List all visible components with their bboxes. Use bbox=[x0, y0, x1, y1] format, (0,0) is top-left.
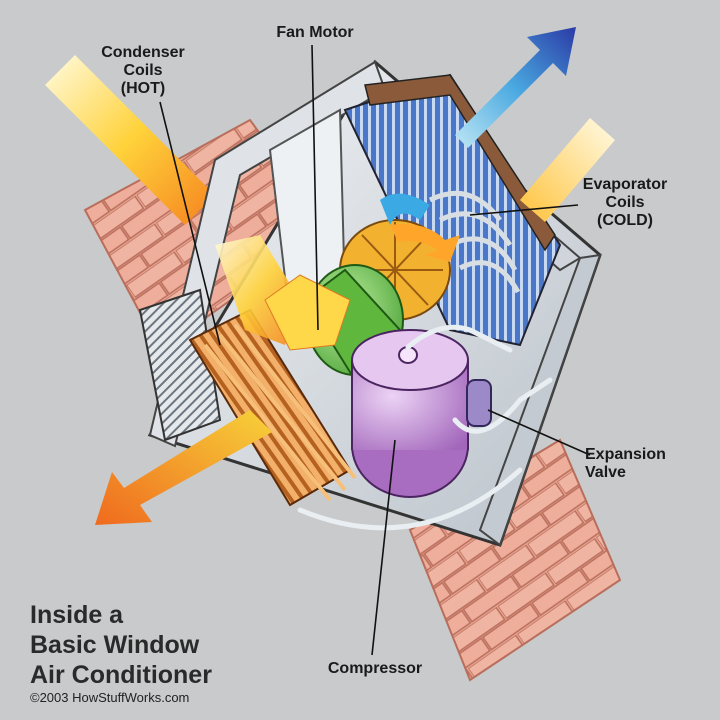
hot-air-out-arrow bbox=[95, 410, 272, 525]
air-flow-arrow-2 bbox=[264, 274, 351, 351]
diagram-title: Inside a Basic Window Air Conditioner bbox=[30, 601, 212, 689]
expansion-valve-label: Expansion Valve bbox=[585, 446, 666, 481]
cabinet-right-wall bbox=[478, 253, 602, 547]
evaporator-coils-label: Evaporator Coils (COLD) bbox=[582, 176, 668, 229]
fan-motor-label: Fan Motor bbox=[276, 24, 354, 41]
evaporator-frame bbox=[364, 74, 556, 252]
cool-air-swirl-icon bbox=[380, 193, 430, 225]
room-air-in-arrow bbox=[520, 118, 615, 222]
condenser-grill bbox=[138, 288, 222, 442]
compressor-label: Compressor bbox=[327, 660, 423, 677]
cold-air-out-arrow bbox=[455, 27, 576, 148]
label-leader-lines bbox=[159, 44, 591, 656]
copyright-notice: ©2003 HowStuffWorks.com bbox=[30, 690, 190, 705]
expansion-valve bbox=[466, 379, 492, 427]
warm-air-swirl-icon bbox=[390, 224, 460, 262]
condenser-coil-tubes bbox=[203, 323, 357, 502]
hot-air-in-arrow bbox=[45, 55, 215, 225]
refrigerant-piping bbox=[297, 324, 553, 531]
condenser-coils-label: Condenser Coils (HOT) bbox=[101, 44, 185, 97]
